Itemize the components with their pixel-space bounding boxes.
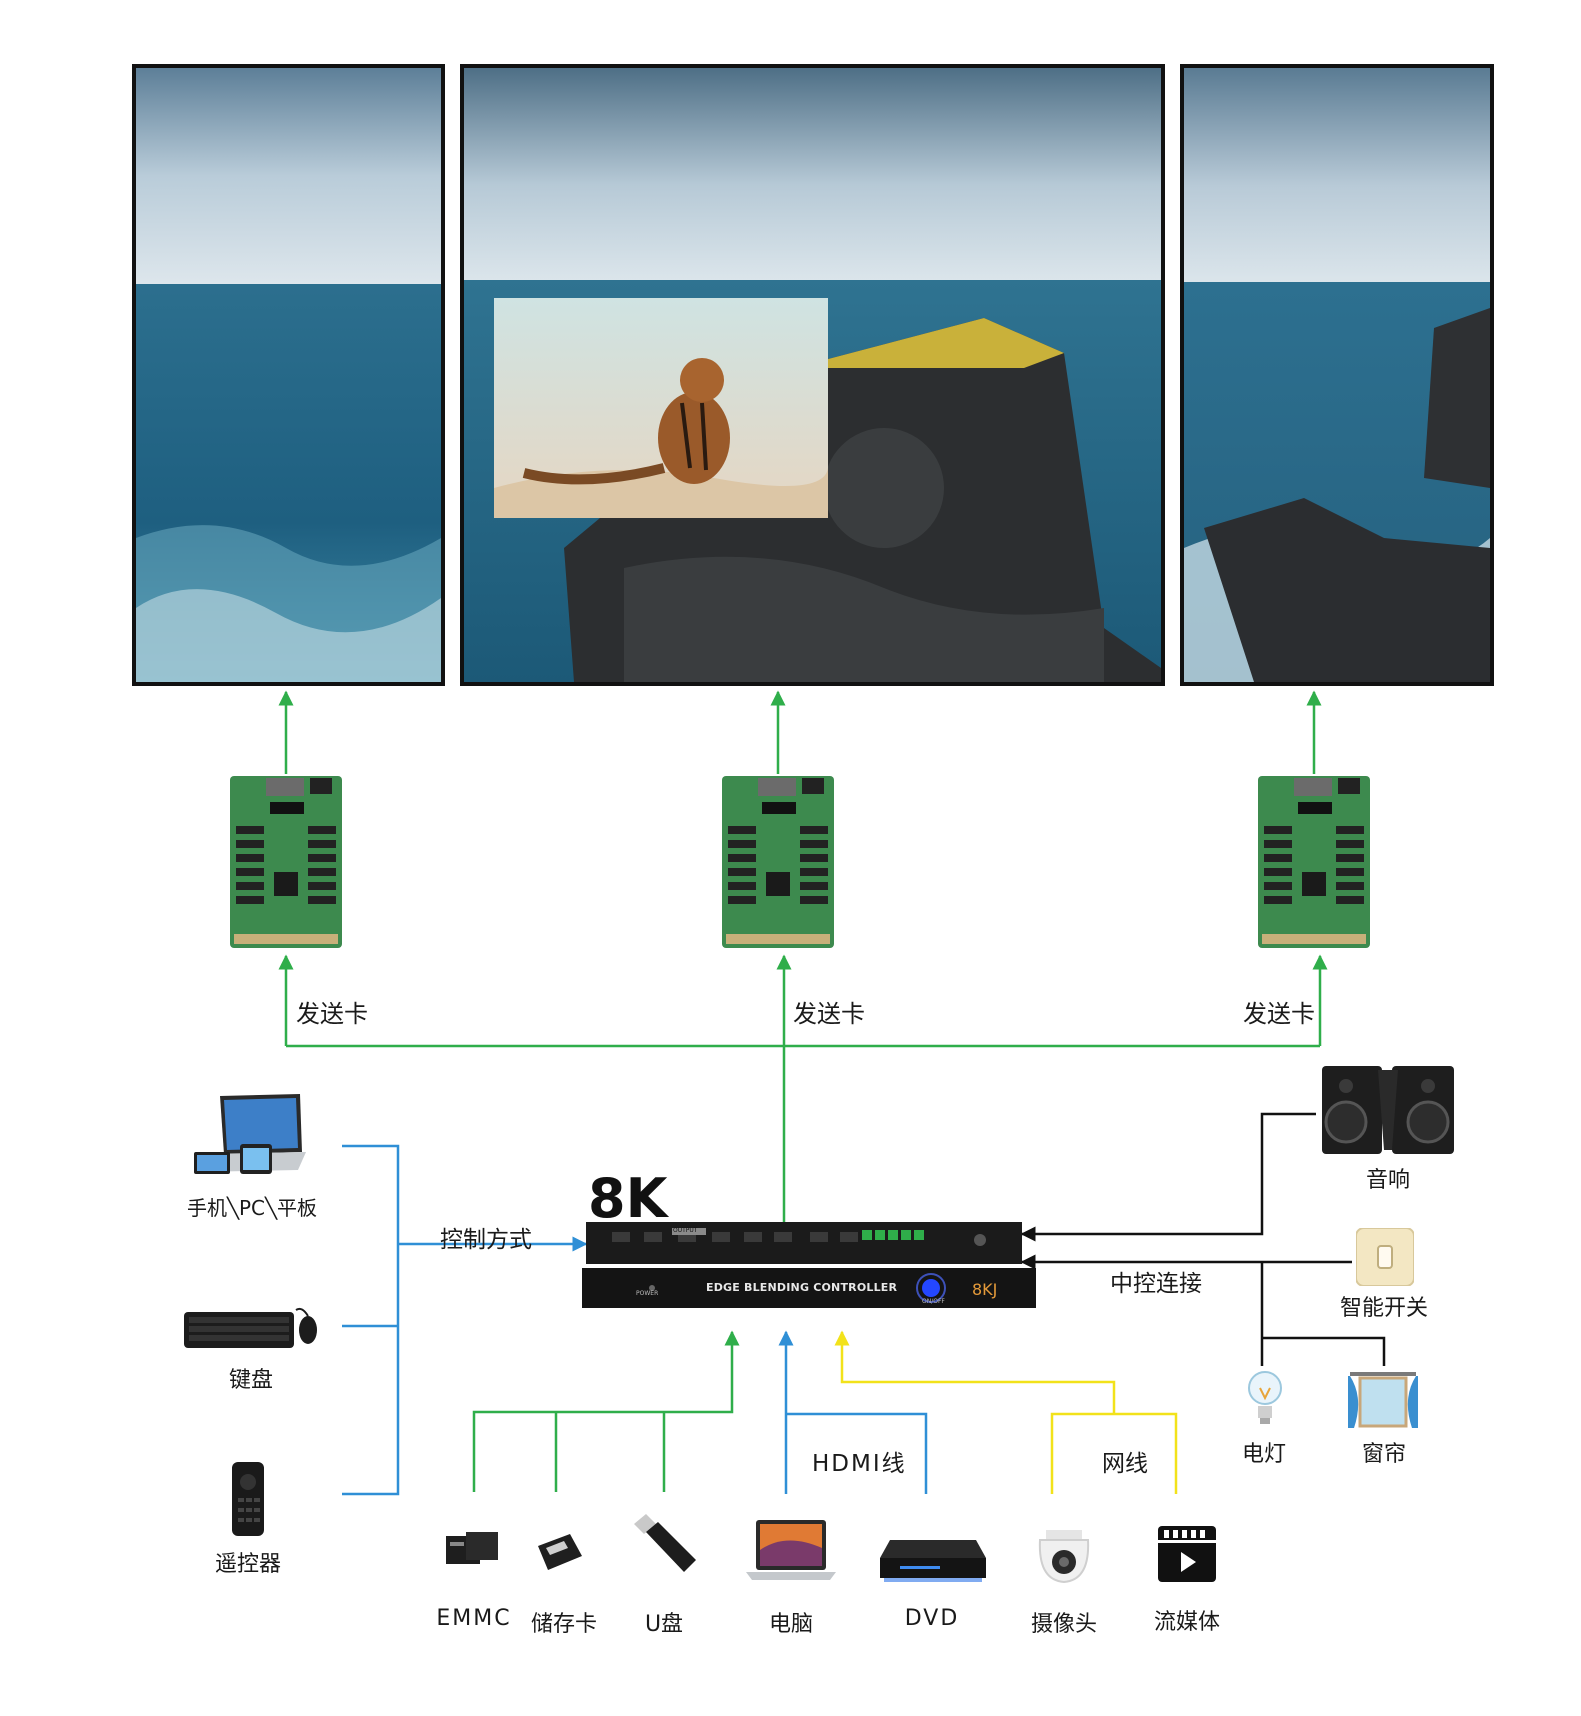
sd-card-icon [538,1534,582,1570]
edge-blending-controller [582,1222,1036,1308]
wire-12 [1020,1112,1316,1242]
controller-brand: 8KJ [972,1280,998,1299]
wire-9 [342,1144,400,1496]
screen-left [132,64,445,686]
network-label: 网线 [1102,1451,1148,1477]
sender-card-label-3: 发送卡 [1243,1000,1315,1028]
usb-drive-icon [634,1514,696,1572]
dvd-player-icon [880,1540,986,1582]
device-label-curtain: 窗帘 [1361,1442,1407,1467]
wire-16 [472,1330,740,1492]
source-label-usb-drive: U盘 [644,1612,684,1637]
sender-card-board-3 [1258,776,1370,948]
controller-badge: 8K [588,1167,668,1230]
computer-icon [746,1520,836,1580]
source-label-emmc: EMMC [436,1606,512,1631]
input-label-phone-pc-tablet: 手机╲PC╲平板 [186,1196,318,1220]
streaming-media-icon [1158,1526,1216,1582]
sender-card-label-2: 发送卡 [793,1000,865,1028]
controller-top-tag: OUTPUT [673,1227,698,1234]
sender-card-label-1: 发送卡 [296,1000,368,1028]
wire-22 [834,1330,1116,1414]
device-label-speaker: 音响 [1365,1168,1411,1193]
standby-label: ON/OFF [922,1298,945,1305]
screen-center [460,64,1165,686]
emmc-chip-icon [446,1532,498,1564]
speaker-icon [1322,1066,1454,1154]
sender-card-board-1 [230,776,342,948]
smart-switch-icon [1356,1228,1414,1286]
rocky-coast-image [1184,68,1490,682]
sea-stack-image [464,68,1161,682]
source-label-streaming: 流媒体 [1153,1610,1221,1635]
wire-20 [786,1412,928,1494]
sender-card-board-2 [722,776,834,948]
wire-15 [1262,1336,1386,1366]
power-label: POWER [636,1290,659,1297]
screen-right [1180,64,1494,686]
input-label-remote: 遥控器 [214,1552,282,1577]
curtain-icon [1348,1372,1418,1428]
laptop-tablet-phone-icon [194,1094,306,1174]
hdmi-label: HDMI线 [812,1451,907,1477]
source-label-computer: 电脑 [768,1612,814,1637]
light-bulb-icon [1248,1371,1282,1424]
source-label-camera: 摄像头 [1030,1612,1098,1637]
remote-control-icon [232,1462,264,1536]
control-method-label: 控制方式 [440,1227,532,1253]
device-label-smart-switch: 智能开关 [1339,1296,1429,1321]
chipmunk [658,392,730,484]
keyboard-mouse-icon [184,1307,317,1348]
controller-name: EDGE BLENDING CONTROLLER [706,1281,898,1294]
central-control-label: 中控连接 [1110,1271,1202,1297]
camera-icon [1038,1530,1090,1584]
device-label-light: 电灯 [1241,1442,1287,1467]
ocean-image [136,68,441,682]
source-label-sd-card: 储存卡 [530,1612,598,1637]
source-label-dvd: DVD [904,1606,960,1631]
input-label-keyboard: 键盘 [228,1368,274,1393]
